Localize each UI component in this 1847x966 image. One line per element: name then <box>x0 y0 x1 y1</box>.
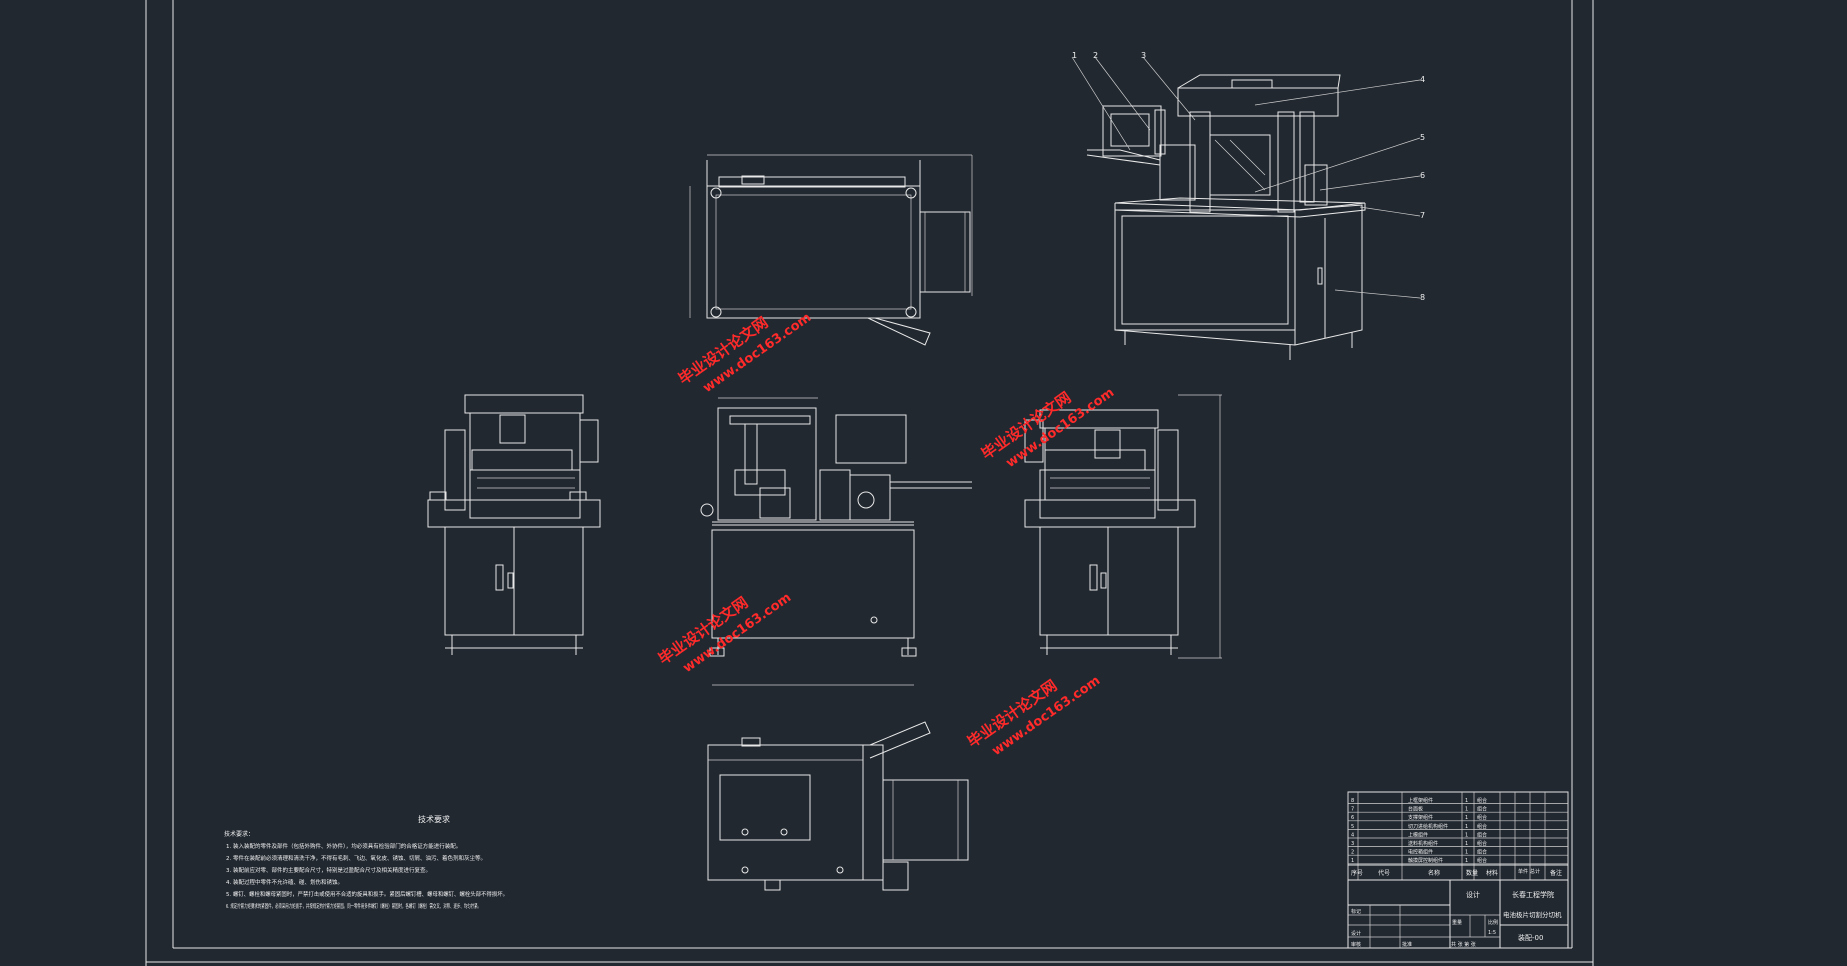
svg-text:材料: 材料 <box>1486 869 1498 877</box>
svg-text:备注: 备注 <box>1550 869 1562 877</box>
technical-notes: 技术要求 技术要求： 1. 装入装配的零件及部件（包括外购件、外协件），均必须具… <box>224 814 508 910</box>
parts-row-qty: 1 <box>1465 858 1468 864</box>
note-4: 4. 装配过程中零件不允许磕、碰、划伤和锈蚀。 <box>226 878 343 886</box>
parts-row-qty: 1 <box>1465 850 1468 856</box>
callout-2: 2 <box>1093 51 1098 60</box>
parts-row-qty: 1 <box>1465 815 1468 821</box>
note-3: 3. 装配前应对零、部件的主要配合尺寸，特别是过盈配合尺寸及相关精度进行复查。 <box>226 866 431 874</box>
parts-row-number: 3 <box>1351 841 1354 847</box>
designer-signature: 设计 <box>1466 890 1480 899</box>
parts-row-number: 2 <box>1351 850 1354 856</box>
parts-row-name: 上模组件 <box>1408 831 1428 838</box>
right-side-view <box>1024 394 1222 659</box>
parts-row-name: 触摸屏控制组件 <box>1408 857 1443 864</box>
weight-label: 重量 <box>1452 919 1462 926</box>
watermark-3: 毕业设计论文网 www.doc163.com <box>655 590 794 676</box>
parts-row-material: 组合 <box>1477 806 1487 813</box>
callout-4: 4 <box>1420 75 1425 84</box>
callout-5: 5 <box>1420 133 1425 142</box>
parts-row-material: 组合 <box>1477 849 1487 856</box>
parts-row-name: 切刀进给机构组件 <box>1408 823 1448 830</box>
callout-6: 6 <box>1420 171 1425 180</box>
watermark-2: 毕业设计论文网 www.doc163.com <box>978 385 1117 471</box>
svg-text:代号: 代号 <box>1378 869 1390 877</box>
parts-row-material: 组合 <box>1477 814 1487 821</box>
parts-row-qty: 1 <box>1465 824 1468 830</box>
title-block: 8 上框架组件 1 组合 7 台面板 1 组合 6 支撑架组件 1 组合 5 切刀进给机构组件 1 组合 4 上模… <box>1347 791 1569 949</box>
parts-row-material: 组合 <box>1477 840 1487 847</box>
top-view <box>689 154 973 346</box>
left-side-view <box>427 394 601 655</box>
note-5: 5. 螺钉、螺栓和螺母紧固时，严禁打击或使用不合适的旋具和扳手。紧固后螺钉槽、螺… <box>226 890 508 898</box>
svg-text:总计: 总计 <box>1530 868 1540 875</box>
svg-text:数量: 数量 <box>1466 869 1478 877</box>
bottom-view <box>707 721 969 891</box>
parts-row-material: 组合 <box>1477 831 1487 838</box>
note-6: 6. 规定拧紧力矩要求的紧固件，必须采用力矩扳手，并按规定的拧紧力矩紧固。同一零… <box>226 902 481 910</box>
parts-row-name: 送料机构组件 <box>1408 840 1438 847</box>
check-label: 审核 <box>1351 941 1361 948</box>
parts-row-number: 4 <box>1351 832 1354 838</box>
product-name: 电池极片切割分切机 <box>1503 910 1562 919</box>
parts-row-material: 组合 <box>1477 823 1487 830</box>
callout-8: 8 <box>1420 293 1425 302</box>
parts-row-name: 电控箱组件 <box>1408 849 1433 856</box>
sheet-label: 共 张 第 张 <box>1451 941 1476 948</box>
parts-row-name: 支撑架组件 <box>1408 814 1433 821</box>
notes-title: 技术要求 <box>418 814 450 824</box>
parts-row-number: 7 <box>1351 807 1354 813</box>
front-view <box>700 397 972 686</box>
parts-list: 8 上框架组件 1 组合 7 台面板 1 组合 6 支撑架组件 1 组合 5 切刀进给机构组件 1 组合 4 上模… <box>1347 792 1569 880</box>
parts-row-name: 上框架组件 <box>1408 797 1433 804</box>
svg-text:序号: 序号 <box>1351 869 1363 877</box>
note-2: 2. 零件在装配前必须清理和清洗干净，不得有毛刺、飞边、氧化皮、锈蚀、切屑、油污… <box>226 854 486 862</box>
parts-row-number: 6 <box>1351 815 1354 821</box>
svg-text:名称: 名称 <box>1428 869 1440 877</box>
parts-row-qty: 1 <box>1465 832 1468 838</box>
parts-row-qty: 1 <box>1465 807 1468 813</box>
scale-value: 1:5 <box>1488 930 1496 936</box>
notes-subtitle: 技术要求： <box>224 830 254 838</box>
parts-row-qty: 1 <box>1465 841 1468 847</box>
parts-row-name: 台面板 <box>1408 806 1423 813</box>
callout-1: 1 <box>1072 51 1077 60</box>
isometric-view: 1 2 3 4 5 6 7 8 <box>1071 51 1425 360</box>
parts-row-number: 5 <box>1351 824 1354 830</box>
watermark-4: 毕业设计论文网 www.doc163.com <box>964 673 1103 759</box>
drawing-number: 装配-00 <box>1518 933 1543 942</box>
parts-row-material: 组合 <box>1477 797 1487 804</box>
approve-label: 批准 <box>1402 941 1412 948</box>
parts-row-number: 8 <box>1351 798 1354 804</box>
parts-row-qty: 1 <box>1465 798 1468 804</box>
drawing-frame <box>145 0 1594 966</box>
parts-row-number: 1 <box>1351 858 1354 864</box>
scale-label: 比例 <box>1488 919 1498 926</box>
design-label: 设计 <box>1351 930 1361 937</box>
watermark-1: 毕业设计论文网 www.doc163.com <box>675 310 814 396</box>
callout-3: 3 <box>1141 51 1146 60</box>
parts-row-material: 组合 <box>1477 857 1487 864</box>
mark-label: 标记 <box>1351 908 1361 915</box>
school-name: 长春工程学院 <box>1512 890 1554 899</box>
callout-7: 7 <box>1420 211 1425 220</box>
note-1: 1. 装入装配的零件及部件（包括外购件、外协件），均必须具有检验部门的合格证方能… <box>226 842 461 850</box>
svg-text:单件: 单件 <box>1518 868 1528 875</box>
